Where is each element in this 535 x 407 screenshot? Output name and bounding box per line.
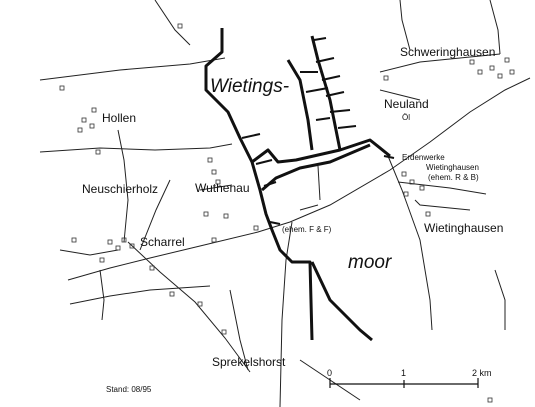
works-label-erdenwerke: Erdenwerke: [402, 153, 445, 162]
scale-tick-0: 0: [327, 368, 332, 378]
scale-tick-2: 2 km: [472, 368, 492, 378]
place-label-wietinghausen: Wietinghausen: [424, 221, 503, 235]
region-label-moor: moor: [348, 252, 392, 273]
date-stamp: Stand: 08/95: [106, 385, 152, 394]
place-label-neuland: Neuland: [384, 97, 429, 111]
region-label-wietings: Wietings-: [210, 76, 289, 97]
works-label-ehem-rb: (ehem. R & B): [428, 173, 479, 182]
place-label-wuthenau: Wuthenau: [195, 181, 250, 195]
map-labels: Wietings- moor Hollen Neuschierholz Wuth…: [82, 45, 503, 394]
scale-bar: 0 1 2 km: [327, 368, 492, 388]
road-network: [39, 0, 531, 407]
place-label-neuschierholz: Neuschierholz: [82, 182, 158, 196]
place-label-sprekelshorst: Sprekelshorst: [212, 355, 286, 369]
works-label-ehem-ff: (ehem. F & F): [282, 225, 332, 234]
works-label-wietinghausen: Wietinghausen: [426, 163, 479, 172]
rail-spurs: [241, 37, 395, 225]
place-label-schweringhausen: Schweringhausen: [400, 45, 495, 59]
place-label-hollen: Hollen: [102, 111, 136, 125]
oil-label: Öl: [402, 113, 410, 122]
scale-tick-1: 1: [401, 368, 406, 378]
place-label-scharrel: Scharrel: [140, 235, 185, 249]
settlement-markers: [59, 23, 515, 403]
